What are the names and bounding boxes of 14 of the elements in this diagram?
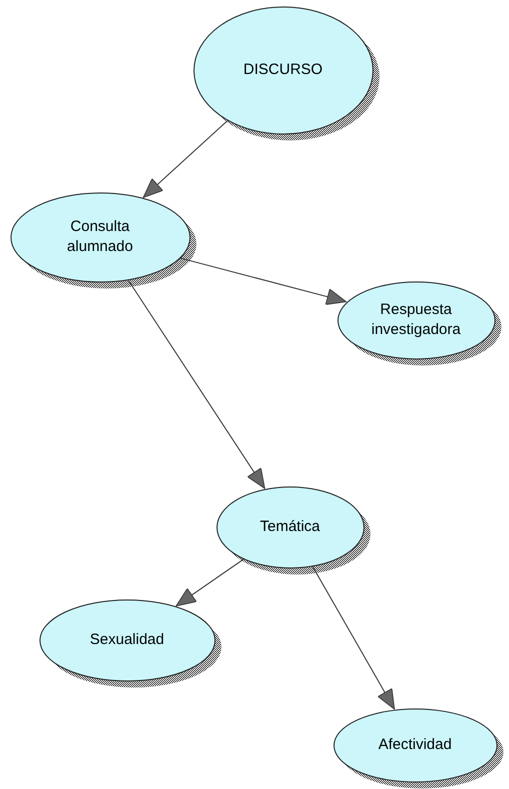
ellipse-node xyxy=(10,192,198,290)
arrow xyxy=(176,558,244,606)
ellipse-node xyxy=(39,599,223,689)
ellipse-node xyxy=(333,708,505,789)
arrow xyxy=(142,120,228,198)
node-label: Respuesta investigadora xyxy=(370,300,462,340)
node-label: DISCURSO xyxy=(243,60,323,80)
ellipse-node xyxy=(216,486,372,576)
node-label: Temática xyxy=(260,516,320,537)
node-label: Afectividad xyxy=(378,734,452,755)
node-label: Consulta alumnado xyxy=(66,216,134,257)
ellipse-node xyxy=(337,281,503,367)
node-label: Sexualidad xyxy=(90,630,164,650)
ellipse-node xyxy=(193,6,381,142)
